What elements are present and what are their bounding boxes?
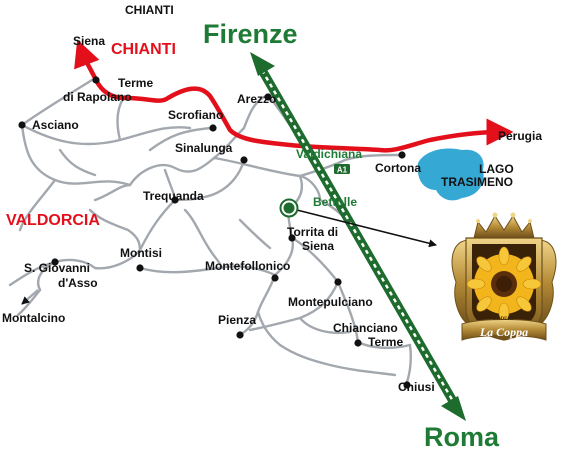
place-arezzo: Arezzo <box>237 92 276 106</box>
sunflower-icon <box>466 246 542 322</box>
place-pienza: Pienza <box>218 313 256 327</box>
place-asciano: Asciano <box>32 118 79 132</box>
lake-trasimeno <box>417 148 484 201</box>
lake-label-1: LAGO <box>479 162 514 176</box>
place-torrita-1: Torrita di <box>287 225 338 239</box>
red-route-siena-branch <box>74 39 100 83</box>
region-chianti: CHIANTI <box>111 41 176 58</box>
place-bettolle[interactable]: Bettolle <box>313 195 357 209</box>
place-torrita-2: Siena <box>302 239 334 253</box>
bettolle-marker-core <box>283 202 295 214</box>
place-montisi: Montisi <box>120 246 162 260</box>
place-trequanda: Trequanda <box>143 189 204 203</box>
region-valdorcia: VALDORCIA <box>6 212 100 229</box>
place-chianciano-2: Terme <box>368 335 403 349</box>
direction-firenze[interactable]: Firenze <box>203 19 298 49</box>
montalcino-arrow <box>21 289 39 305</box>
place-montalcino: Montalcino <box>2 311 65 325</box>
a1-badge <box>334 164 350 174</box>
a1-highway <box>250 52 466 421</box>
pointer-arrow <box>288 207 437 248</box>
crown-icon <box>473 215 535 239</box>
region-valdichiana: Valdichiana <box>296 147 362 161</box>
logo-name: La Coppa <box>479 325 528 339</box>
red-route <box>93 77 514 153</box>
podere-la-coppa-logo[interactable]: PODERE La Coppa <box>451 212 557 341</box>
place-terme-rapolano-1: Terme <box>118 76 153 90</box>
place-sgiovanni-1: S. Giovanni <box>24 261 90 275</box>
place-montefollonico: Montefollonico <box>205 259 290 273</box>
place-chianciano-1: Chianciano <box>333 321 398 335</box>
place-sinalunga: Sinalunga <box>175 141 233 155</box>
place-cortona: Cortona <box>375 161 421 175</box>
direction-siena: Siena <box>73 34 105 48</box>
lake-label-2: TRASIMENO <box>441 175 513 189</box>
town-dots <box>18 76 411 389</box>
direction-perugia[interactable]: Perugia <box>498 129 542 143</box>
direction-roma[interactable]: Roma <box>424 422 500 452</box>
place-scrofiano: Scrofiano <box>168 108 223 122</box>
logo-small-text: PODERE <box>494 317 516 322</box>
place-sgiovanni-2: d'Asso <box>58 276 98 290</box>
a1-badge-text: A1 <box>337 166 348 175</box>
place-montepulciano: Montepulciano <box>288 295 373 309</box>
place-chiusi: Chiusi <box>398 380 435 394</box>
place-terme-rapolano-2: di Rapolano <box>63 90 132 104</box>
region-chianti-top: CHIANTI <box>125 3 174 17</box>
